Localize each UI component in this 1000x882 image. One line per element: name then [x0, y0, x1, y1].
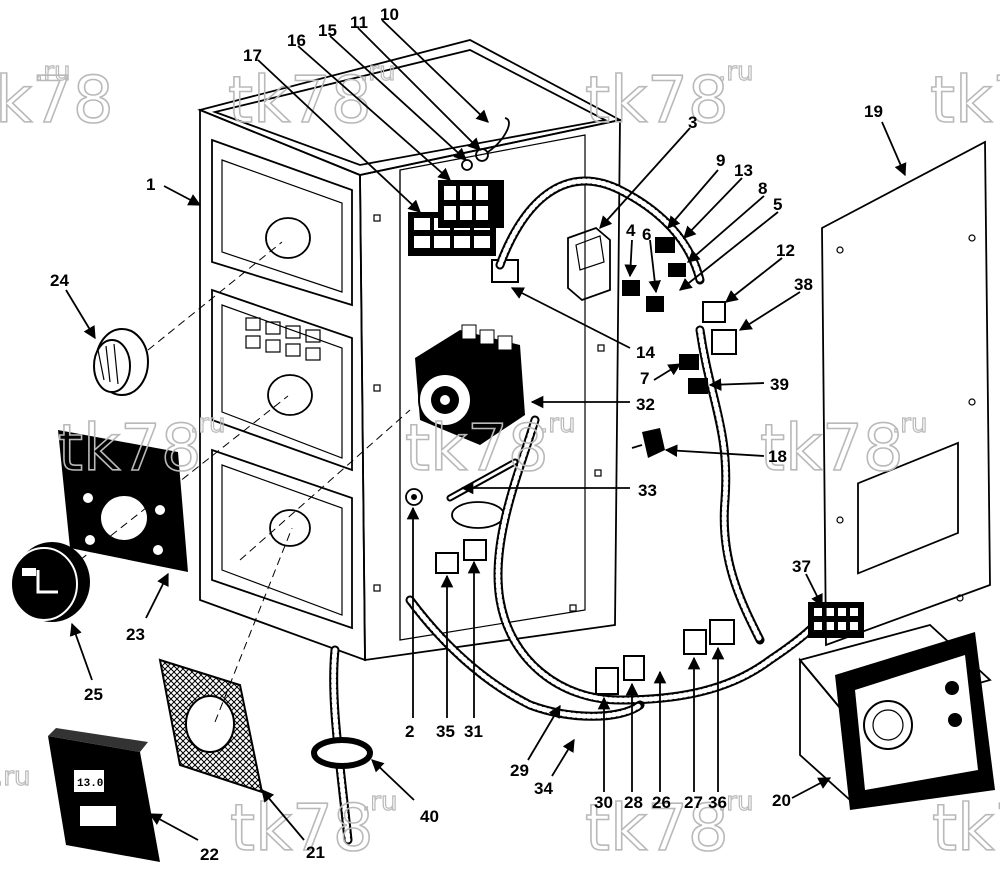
watermark-text: tk78 [930, 64, 1000, 138]
connector-6 [646, 296, 664, 312]
callout-13: 13 [734, 161, 753, 180]
connector-27 [683, 629, 707, 655]
callout-5: 5 [773, 195, 782, 214]
callout-17: 17 [243, 46, 262, 65]
relay-3 [567, 226, 611, 302]
watermark-suffix: .ru [718, 787, 753, 817]
connector-30 [595, 667, 619, 695]
watermark-text: tk78 [0, 64, 114, 138]
callout-12: 12 [776, 241, 795, 260]
cover-plate-19 [821, 140, 991, 647]
item-2-clip [405, 488, 423, 506]
callout-39: 39 [770, 375, 789, 394]
watermark-suffix: .ru [892, 409, 927, 439]
callout-15: 15 [318, 21, 337, 40]
callout-20: 20 [772, 791, 791, 810]
watermark-suffix: .ru [0, 762, 30, 792]
callout-26: 26 [652, 793, 671, 812]
callout-18: 18 [768, 447, 787, 466]
callout-28: 28 [624, 793, 643, 812]
callout-4: 4 [626, 221, 636, 240]
ring-24 [93, 328, 149, 396]
connector-4 [622, 280, 640, 296]
connector-12 [702, 301, 726, 323]
callout-30: 30 [594, 793, 613, 812]
connector-9 [655, 237, 675, 253]
alignment-lines [79, 241, 411, 723]
watermark-suffix: .ru [540, 409, 575, 439]
watermarks: tk78 .ru tk78 .ru tk78 .ru tk78 tk78 .ru… [0, 56, 1000, 866]
callout-33: 33 [638, 481, 657, 500]
connector-39 [688, 378, 708, 394]
watermark-suffix: .ru [362, 787, 397, 817]
leader-lines [65, 19, 907, 841]
callout-6: 6 [642, 225, 651, 244]
callout-31: 31 [464, 722, 483, 741]
callout-16: 16 [287, 31, 306, 50]
watermark-text: tk78 [58, 412, 202, 486]
connector-block-16 [438, 180, 504, 228]
fuse-block-17 [408, 212, 496, 256]
mounting-plate-23 [58, 430, 188, 572]
callout-27: 27 [684, 793, 703, 812]
instrument-box-20 [798, 624, 995, 810]
motor-32 [415, 324, 525, 445]
callout-24: 24 [50, 271, 69, 290]
callout-22: 22 [200, 845, 219, 864]
callout-11: 11 [350, 13, 368, 32]
callout-25: 25 [84, 685, 103, 704]
watermark-suffix: .ru [360, 57, 395, 87]
grommet-40 [311, 737, 373, 769]
callout-labels: 1 2 3 4 5 6 7 8 9 10 11 12 13 14 15 16 1… [50, 5, 883, 864]
watermark-text: tk78 [760, 412, 904, 486]
callout-32: 32 [636, 395, 655, 414]
connector-36 [709, 619, 735, 645]
upper-wire-terminals [461, 117, 510, 171]
callout-34: 34 [534, 779, 553, 798]
gasket-21 [158, 658, 264, 794]
callout-35: 35 [436, 722, 455, 741]
callout-23: 23 [126, 625, 145, 644]
watermark-suffix: .ru [35, 57, 70, 87]
panel-switch-grid [245, 317, 321, 361]
callout-38: 38 [794, 275, 813, 294]
callout-37: 37 [792, 557, 811, 576]
callout-8: 8 [758, 179, 767, 198]
watermark-suffix: .ru [718, 57, 753, 87]
watermark-text: tk78 [230, 792, 374, 866]
terminal-block-37 [808, 602, 864, 638]
control-cabinet [197, 39, 623, 662]
meter-22: 13.0 [48, 728, 160, 862]
callout-40: 40 [420, 807, 439, 826]
callout-10: 10 [380, 5, 399, 24]
watermark-text: tk78 [585, 64, 729, 138]
callout-1: 1 [146, 175, 155, 194]
callout-9: 9 [716, 151, 725, 170]
meter-22-display: 13.0 [77, 778, 103, 790]
callout-3: 3 [688, 113, 697, 132]
callout-14: 14 [636, 343, 655, 362]
watermark-text: tk78 [405, 412, 549, 486]
watermark-text: tk78 [585, 792, 729, 866]
watermark-suffix: .ru [190, 409, 225, 439]
callout-36: 36 [708, 793, 727, 812]
connector-28 [623, 655, 645, 681]
callout-19: 19 [864, 102, 883, 121]
callout-7: 7 [640, 369, 649, 388]
callout-21: 21 [306, 843, 325, 862]
watermark-text: tk78 [228, 64, 372, 138]
connector-38 [711, 329, 737, 355]
connector-35 [435, 552, 459, 574]
relay-18 [631, 428, 665, 458]
gauge-25 [10, 542, 90, 622]
connector-8 [668, 263, 686, 277]
watermark-text: tk78 [932, 792, 1000, 866]
connector-7 [679, 354, 699, 370]
connector-31 [463, 539, 487, 561]
callout-29: 29 [510, 761, 529, 780]
callout-2: 2 [405, 722, 414, 741]
